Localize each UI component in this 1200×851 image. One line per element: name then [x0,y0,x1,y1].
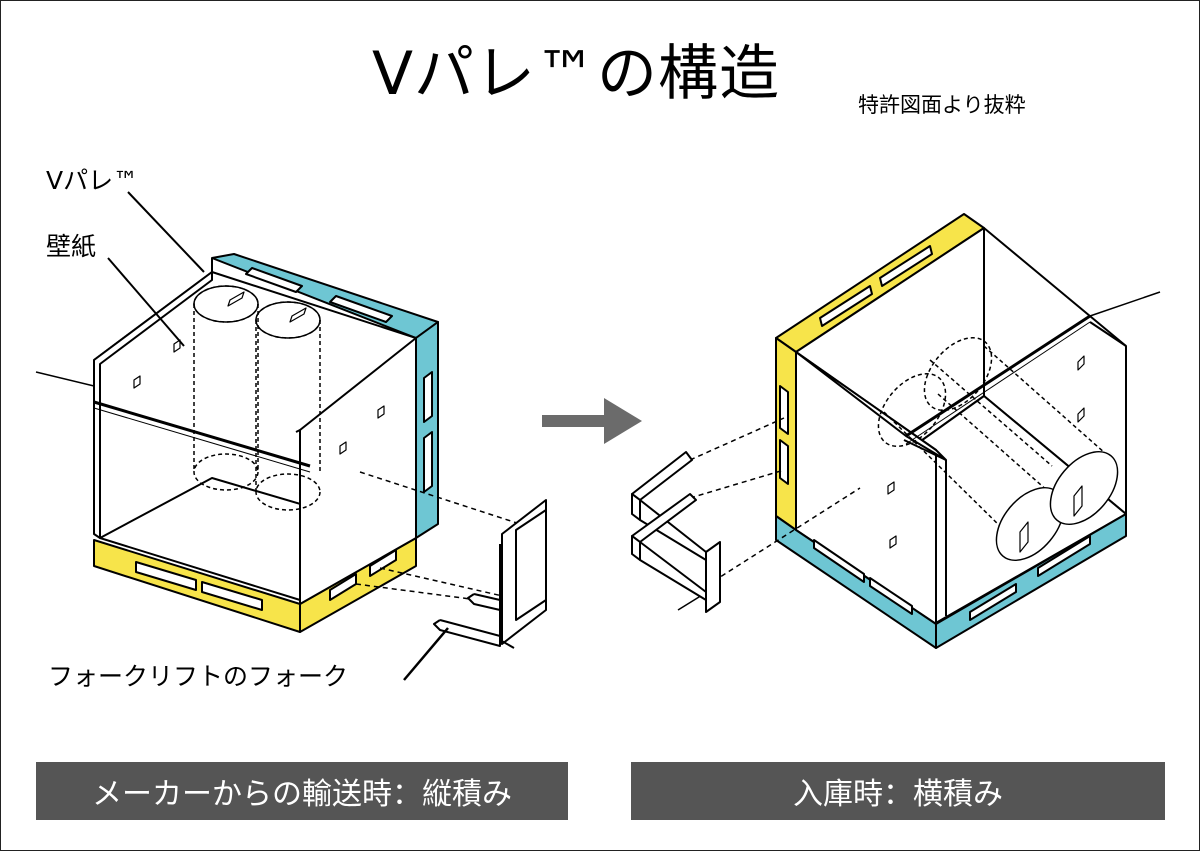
caption-left-vertical-stacking: メーカーからの輸送時：縦積み [36,762,568,820]
page-subtitle: 特許図面より抜粋 [858,93,1026,117]
label-wallpaper: 壁紙 [46,232,97,261]
left-box-diagram [35,191,547,681]
label-vpalette: Vパレ™ [46,166,139,195]
left-back-pallet [211,253,439,339]
caption-right-horizontal-stacking: 入庫時：横積み [631,762,1165,820]
label-forklift-fork: フォークリフトのフォーク [48,662,349,691]
transition-arrow [542,398,642,444]
page-title: Vパレ™の構造 [372,39,781,109]
right-forklift-fork [631,451,693,501]
right-box-diagram [631,213,1161,649]
left-side-pallet [415,321,439,539]
